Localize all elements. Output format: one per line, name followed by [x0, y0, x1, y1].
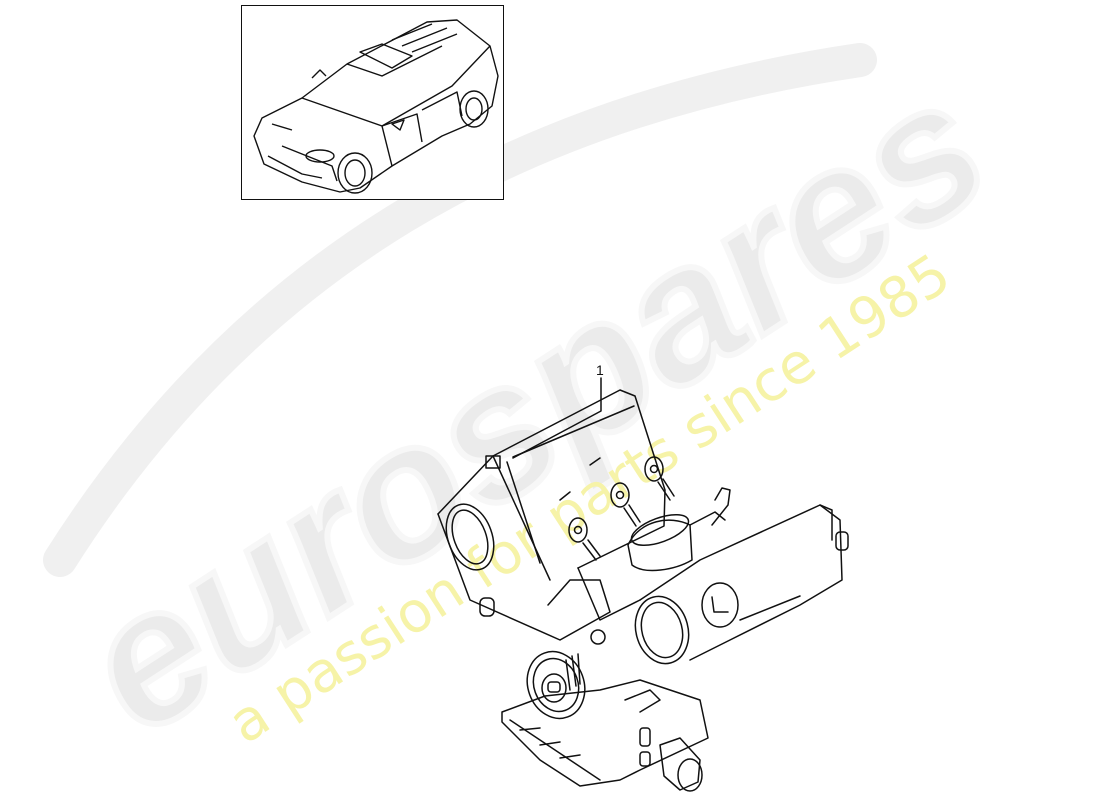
vehicle-thumbnail — [241, 5, 504, 200]
callout-1[interactable]: 1 — [596, 362, 604, 378]
vehicle-icon — [253, 19, 499, 194]
